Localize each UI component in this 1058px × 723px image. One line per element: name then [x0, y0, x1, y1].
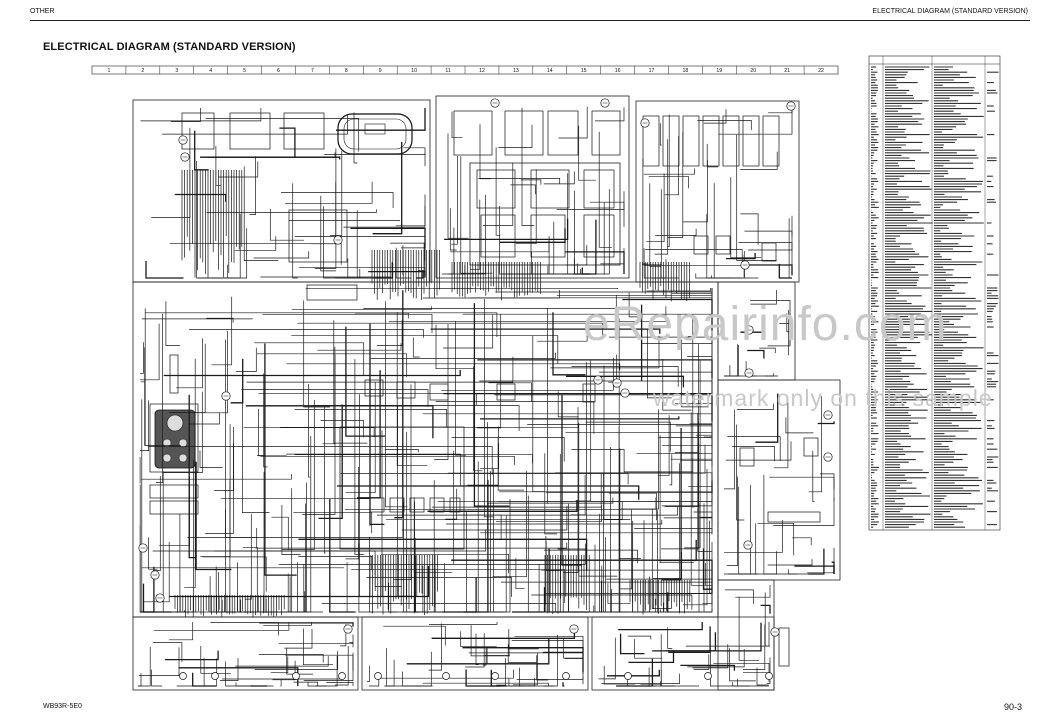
switch-box — [722, 115, 740, 167]
relay-box — [364, 379, 384, 397]
block-bottom-left — [132, 616, 359, 691]
relay-box — [396, 381, 416, 399]
lamp-icon — [765, 672, 773, 680]
column-number: 16 — [615, 68, 621, 74]
switch-group — [229, 112, 271, 150]
lamp-icon — [491, 672, 499, 680]
terminal-strip — [767, 511, 821, 523]
column-number: 22 — [818, 68, 824, 74]
label-plate — [149, 500, 199, 515]
block-bottom-mid — [361, 616, 589, 691]
connector-block — [449, 497, 461, 513]
column-number: 11 — [445, 68, 450, 74]
switch-box — [762, 115, 780, 167]
lamp-icon — [624, 672, 632, 680]
lamp-icon — [374, 672, 382, 680]
switch-group — [283, 112, 325, 150]
circuit-symbols — [138, 98, 833, 680]
column-number: 12 — [479, 68, 485, 74]
block-top-mid-sub — [469, 162, 621, 266]
column-number: 6 — [277, 68, 280, 74]
relay-box — [429, 383, 449, 401]
relay-box — [591, 110, 621, 156]
fuse-box — [288, 209, 348, 263]
watermark-note: watermark only on this sample — [653, 385, 993, 411]
lamp-icon — [179, 672, 187, 680]
indicator-strip — [169, 354, 179, 394]
control-panel-indicator — [149, 403, 199, 473]
switch-group — [181, 112, 215, 150]
relay-box — [480, 214, 516, 258]
connector-block — [429, 497, 445, 513]
switch-box — [742, 115, 760, 167]
connector-box — [778, 627, 790, 667]
lamp-icon — [211, 672, 219, 680]
block-right-low — [717, 579, 775, 691]
column-number: 15 — [581, 68, 587, 74]
block-top-mid — [435, 95, 630, 279]
lamp-icon — [442, 672, 450, 680]
column-number: 17 — [649, 68, 655, 74]
header-rule — [30, 20, 1030, 21]
column-number: 18 — [683, 68, 689, 74]
relay-box — [504, 110, 544, 156]
lamp-icon — [704, 672, 712, 680]
switch-box — [662, 115, 680, 167]
relay-box — [496, 383, 516, 401]
column-number: 8 — [345, 68, 348, 74]
lamp-icon — [338, 672, 346, 680]
page-title: ELECTRICAL DIAGRAM (STANDARD VERSION) — [43, 41, 296, 53]
relay-box — [547, 110, 579, 156]
footer-model-code: WB93R-5E0 — [43, 703, 82, 710]
block-right-mid — [717, 379, 841, 581]
column-number: 14 — [547, 68, 553, 74]
column-number: 1 — [108, 68, 111, 74]
switch-box — [682, 115, 700, 167]
connector-block — [389, 497, 405, 513]
connector-box — [693, 235, 709, 255]
column-number: 9 — [379, 68, 382, 74]
header-section-label: OTHER — [30, 8, 55, 15]
dashboard-display — [337, 113, 413, 155]
relay-box — [453, 110, 493, 156]
connector-box — [761, 242, 777, 262]
block-top-left — [132, 99, 431, 283]
column-number: 2 — [141, 68, 144, 74]
switch-box — [702, 115, 720, 167]
column-number: 10 — [411, 68, 417, 74]
header-document-title: ELECTRICAL DIAGRAM (STANDARD VERSION) — [872, 8, 1028, 15]
block-bottom-right — [591, 616, 775, 691]
footer-page-number: 90-3 — [1004, 702, 1023, 712]
connector-box — [739, 447, 755, 467]
column-number: 19 — [716, 68, 722, 74]
wiring-harness — [138, 106, 835, 687]
switch-box — [642, 115, 660, 167]
column-number: 7 — [311, 68, 314, 74]
column-number: 3 — [175, 68, 178, 74]
column-number: 4 — [209, 68, 212, 74]
connector-box — [803, 437, 819, 457]
relay-box — [530, 169, 570, 209]
connector-box — [715, 235, 731, 255]
legend-table — [868, 55, 1001, 531]
connector-block — [409, 497, 425, 513]
column-number: 20 — [750, 68, 756, 74]
label-plate — [149, 484, 199, 499]
column-number: 5 — [243, 68, 246, 74]
column-number: 21 — [784, 68, 790, 74]
lamp-icon — [292, 672, 300, 680]
fuse-strip — [306, 284, 358, 301]
lamp-icon — [562, 672, 570, 680]
diagram-blocks — [132, 95, 841, 691]
column-number: 13 — [513, 68, 519, 74]
watermark-url: eRepairinfo.com — [583, 298, 948, 351]
